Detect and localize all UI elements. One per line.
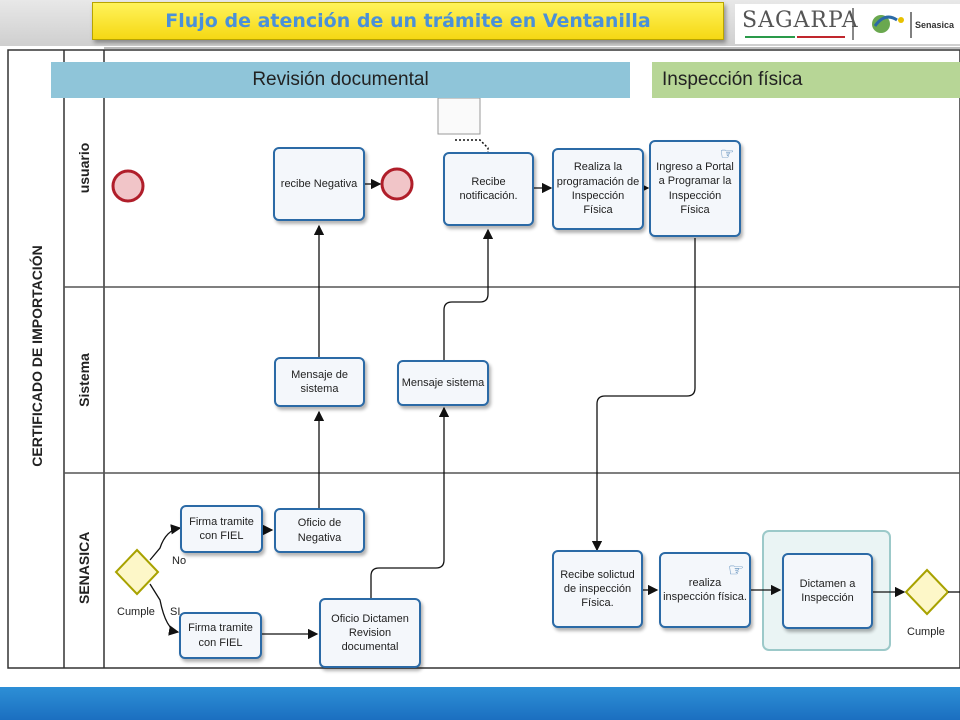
senasica-leaf-icon [872,15,890,33]
task-firma-fiel-2[interactable]: Firma tramite con FIEL [179,612,262,659]
start-event [111,169,145,203]
flow-label-no: No [172,555,187,567]
task-mensaje-sistema-1[interactable]: Mensaje de sistema [274,357,365,407]
flow-label-si: SI [170,606,181,618]
phase-inspeccion-fisica: Inspección física [652,62,960,98]
manual-task-icon: ☞ [728,560,745,580]
slide-title: Flujo de atención de un trámite en Venta… [92,2,724,40]
document-icon [437,97,481,135]
task-recibe-notificacion[interactable]: Recibe notificación. [443,152,534,226]
task-oficio-dictamen[interactable]: Oficio Dictamen Revision documental [319,598,421,668]
logo-decoration [745,8,912,40]
lane-label-sistema: Sistema [76,353,92,407]
task-firma-fiel-1[interactable]: Firma tramite con FIEL [180,505,263,553]
task-oficio-negativa[interactable]: Oficio de Negativa [274,508,365,553]
pool-label: CERTIFICADO DE IMPORTACIÓN [29,245,45,467]
gateway-cumple-1-label: Cumple [117,606,155,618]
gateway-cumple-2 [904,568,950,616]
phase-revision-documental: Revisión documental [51,62,630,98]
lane-label-senasica: SENASICA [76,531,92,604]
pool-border [7,49,960,669]
gateway-cumple-1 [114,548,160,596]
manual-task-icon: ☞ [720,146,735,163]
gateway-cumple-2-label: Cumple [907,626,945,638]
sagarpa-logo-text: SAGARPA [742,8,859,33]
end-event [380,167,414,201]
logo-area [735,4,960,44]
senasica-logo-text: Senasica [915,20,955,30]
footer-bar [0,687,960,720]
lane-label-usuario: usuario [76,142,92,194]
task-mensaje-sistema-2[interactable]: Mensaje sistema [397,360,489,406]
task-dictamen-inspeccion[interactable]: Dictamen a Inspección [782,553,873,629]
task-recibe-negativa[interactable]: recibe Negativa [273,147,365,221]
task-ingreso-portal[interactable]: Ingreso a Portal a Programar la Inspecci… [649,140,741,237]
task-realiza-programacion[interactable]: Realiza la programación de Inspección Fí… [552,148,644,230]
task-realiza-inspeccion[interactable]: realiza inspección física. [659,552,751,628]
task-recibe-solicitud[interactable]: Recibe solictud de inspección Física. [552,550,643,628]
